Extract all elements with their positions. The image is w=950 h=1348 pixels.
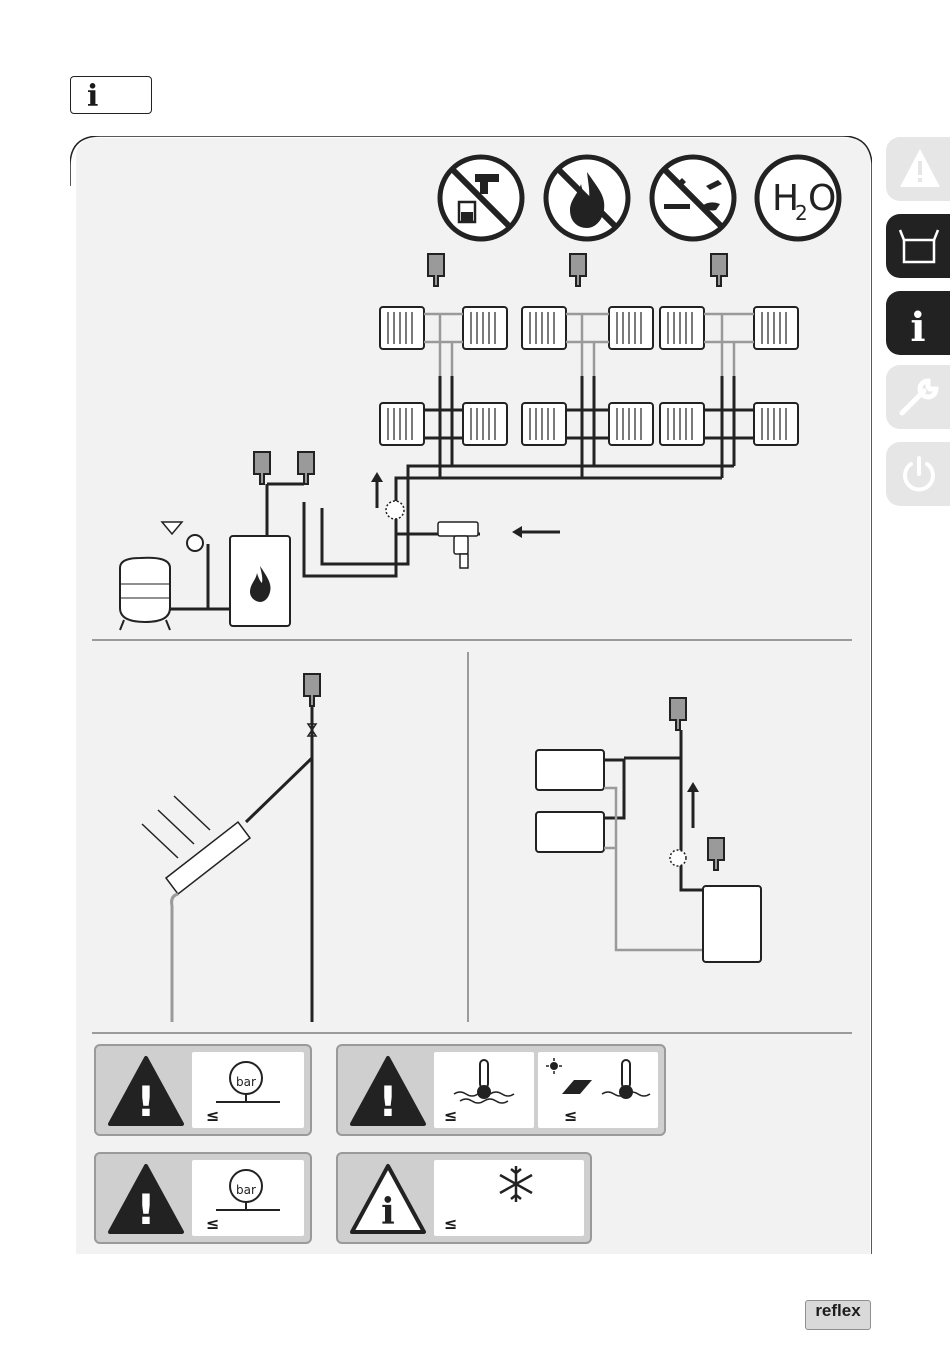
svg-text:bar: bar — [236, 1075, 256, 1089]
pressure-gauge-icon: bar — [216, 1166, 280, 1216]
info-triangle-icon: i — [348, 1162, 428, 1236]
tab-operation[interactable] — [886, 442, 950, 506]
svg-text:!: ! — [378, 1077, 397, 1126]
no-drinking-water-icon — [440, 157, 522, 239]
tab-information[interactable]: i — [886, 291, 950, 355]
tools-icon — [898, 377, 940, 417]
tab-safety[interactable] — [886, 137, 950, 201]
comparator: ≤ — [206, 1106, 219, 1125]
warning-triangle-icon: ! — [106, 1162, 186, 1236]
svg-text:2: 2 — [795, 201, 808, 225]
comparator: ≤ — [444, 1106, 457, 1125]
no-flammable-icon — [546, 157, 628, 239]
info-icon: i — [902, 301, 934, 345]
tab-scope-of-delivery[interactable] — [886, 214, 950, 278]
pressure-gauge-icon: bar — [216, 1058, 280, 1108]
svg-text:bar: bar — [236, 1183, 256, 1197]
temperature-warning-card: ! ≤ ≤ — [336, 1044, 666, 1136]
svg-text:i: i — [910, 304, 925, 345]
comparator: ≤ — [206, 1214, 219, 1233]
brand-logo: reflex — [805, 1300, 871, 1330]
warning-triangle-icon: ! — [106, 1054, 186, 1128]
svg-text:O: O — [808, 178, 836, 219]
info-label-box: i — [70, 76, 152, 114]
warning-triangle-icon — [898, 147, 942, 189]
no-corrosive-icon — [652, 157, 734, 239]
comparator: ≤ — [564, 1106, 577, 1125]
expansion-vessel — [120, 558, 170, 630]
frost-info-card: i ≤ — [336, 1152, 592, 1244]
svg-text:i: i — [381, 1191, 395, 1233]
pressure-warning-card-2: ! bar ≤ — [94, 1152, 312, 1244]
power-icon — [900, 454, 938, 494]
svg-text:!: ! — [136, 1077, 155, 1126]
info-glyph: i — [87, 79, 98, 114]
solar-thermometer-icon — [546, 1058, 654, 1104]
snowflake-icon — [496, 1164, 536, 1204]
thermometer-icon — [452, 1058, 516, 1104]
box-icon — [898, 226, 940, 266]
svg-text:!: ! — [136, 1185, 155, 1234]
pressure-warning-card: ! bar ≤ — [94, 1044, 312, 1136]
comparator: ≤ — [444, 1214, 457, 1233]
water-h2o-icon: H 2 O — [757, 157, 839, 239]
tab-installation[interactable] — [886, 365, 950, 429]
warning-triangle-icon: ! — [348, 1054, 428, 1128]
